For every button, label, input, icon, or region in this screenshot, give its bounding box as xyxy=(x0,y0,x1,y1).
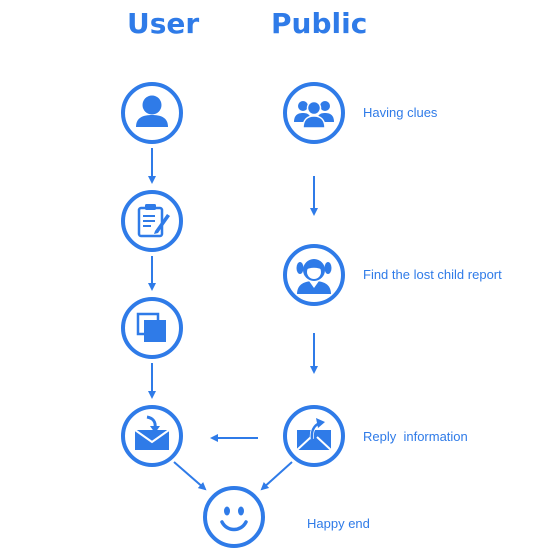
girl-icon xyxy=(296,259,332,294)
envelope-reply-icon xyxy=(296,418,332,451)
having-clues-label: Having clues xyxy=(363,105,438,120)
smiley-node xyxy=(203,486,265,548)
find-report-label: Find the lost child report xyxy=(363,267,502,282)
girl-node xyxy=(283,244,345,306)
public-column-heading: Public xyxy=(271,7,368,40)
smiley-face-icon xyxy=(220,506,248,532)
user-node xyxy=(121,82,183,144)
happy-end-label: Happy end xyxy=(307,516,370,531)
user-column-heading: User xyxy=(127,7,200,40)
inbox-node xyxy=(121,405,183,467)
squares-node xyxy=(121,297,183,359)
arrow-reply-to-smiley xyxy=(260,461,293,491)
reply-node xyxy=(283,405,345,467)
clipboard-node xyxy=(121,190,183,252)
user-icon xyxy=(136,95,168,127)
arrow-inbox-to-smiley xyxy=(173,461,207,491)
group-node xyxy=(283,82,345,144)
envelope-download-icon xyxy=(134,415,170,450)
overlapping-squares-icon xyxy=(136,312,166,342)
group-icon xyxy=(294,100,334,129)
clipboard-icon xyxy=(137,204,170,238)
reply-information-label: Reply information xyxy=(363,429,468,444)
